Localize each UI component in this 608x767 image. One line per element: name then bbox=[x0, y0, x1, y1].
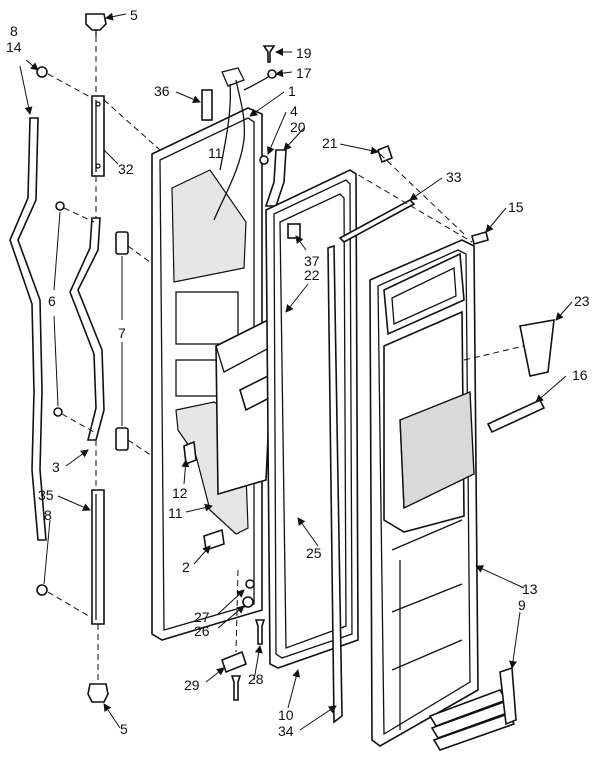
lower-hinge bbox=[221, 650, 247, 674]
label-32: 32 bbox=[118, 161, 134, 177]
breaker-strip bbox=[327, 244, 343, 724]
label-35: 35 bbox=[38, 487, 54, 503]
screw-icon bbox=[36, 66, 65, 596]
label-22: 22 bbox=[304, 267, 320, 283]
label-29: 29 bbox=[184, 677, 200, 693]
label-25: 25 bbox=[306, 545, 322, 561]
label-5-bottom: 5 bbox=[120, 721, 128, 737]
handle-top-cap bbox=[85, 13, 107, 36]
door-inner-liner bbox=[369, 239, 479, 747]
label-15: 15 bbox=[508, 199, 524, 215]
screw-side bbox=[254, 619, 266, 645]
label-11-bottom: 11 bbox=[168, 505, 183, 521]
label-2: 2 bbox=[182, 559, 190, 575]
label-20: 20 bbox=[290, 119, 306, 135]
door-strut bbox=[201, 89, 213, 121]
dispenser-trim bbox=[486, 398, 546, 434]
label-11-top: 11 bbox=[208, 145, 223, 161]
label-13: 13 bbox=[522, 581, 538, 597]
handle bbox=[69, 217, 105, 441]
handle-lower-mount bbox=[91, 489, 105, 625]
label-14: 14 bbox=[6, 39, 22, 55]
breaker-strip-top bbox=[338, 199, 416, 243]
label-7: 7 bbox=[118, 325, 126, 341]
end-cap bbox=[377, 144, 393, 164]
screw-right bbox=[471, 231, 489, 245]
grommet bbox=[259, 155, 269, 165]
handle-cap-upper bbox=[115, 231, 129, 255]
handle-trim-strip bbox=[9, 117, 47, 541]
label-12: 12 bbox=[172, 485, 188, 501]
handle-cap-lower bbox=[115, 427, 129, 451]
label-9: 9 bbox=[518, 597, 526, 613]
label-28: 28 bbox=[248, 671, 264, 687]
chute-tube bbox=[264, 149, 287, 207]
label-23: 23 bbox=[574, 293, 590, 309]
hinge-pin-set bbox=[242, 579, 255, 608]
screw-lower bbox=[230, 675, 242, 701]
dispenser-cup bbox=[519, 319, 555, 377]
label-37: 37 bbox=[304, 253, 320, 269]
gasket-bracket bbox=[287, 223, 301, 239]
label-34: 34 bbox=[278, 723, 294, 739]
label-17: 17 bbox=[296, 65, 312, 81]
label-8-top: 8 bbox=[10, 23, 18, 39]
part-labels: 5 8 14 32 6 7 3 35 8 5 36 1 11 19 17 4 2… bbox=[6, 7, 590, 739]
label-26: 26 bbox=[194, 623, 210, 639]
hinge-bracket bbox=[183, 440, 197, 466]
label-36: 36 bbox=[154, 83, 170, 99]
label-5-top: 5 bbox=[130, 7, 138, 23]
label-21: 21 bbox=[322, 135, 338, 151]
label-27: 27 bbox=[194, 609, 210, 625]
shelf-bar-set bbox=[428, 666, 517, 751]
label-4: 4 bbox=[290, 103, 298, 119]
label-19: 19 bbox=[296, 45, 312, 61]
leader-lines bbox=[19, 12, 573, 731]
clip bbox=[267, 69, 277, 79]
label-8-bottom: 8 bbox=[44, 507, 52, 523]
label-16: 16 bbox=[572, 367, 588, 383]
door-gasket bbox=[265, 169, 359, 669]
label-1: 1 bbox=[288, 83, 296, 99]
handle-bottom-cap bbox=[87, 683, 109, 703]
label-10: 10 bbox=[278, 707, 294, 723]
label-6: 6 bbox=[48, 293, 56, 309]
screw-top bbox=[262, 45, 276, 63]
label-3: 3 bbox=[52, 459, 60, 475]
label-33: 33 bbox=[446, 169, 462, 185]
handle-upper-mount bbox=[91, 95, 105, 177]
